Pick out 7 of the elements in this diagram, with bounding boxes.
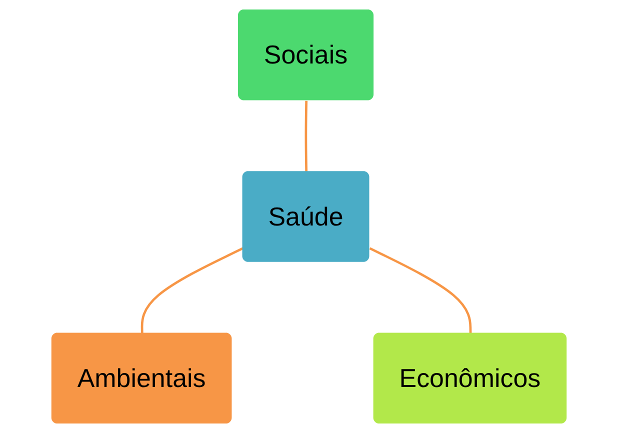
node-box: Econômicos <box>373 332 567 424</box>
node-box: Ambientais <box>51 332 232 424</box>
connector <box>304 100 308 172</box>
connector <box>369 247 472 334</box>
connector <box>140 247 244 334</box>
node-box: Sociais <box>238 9 374 100</box>
node-box: Saúde <box>242 171 370 262</box>
